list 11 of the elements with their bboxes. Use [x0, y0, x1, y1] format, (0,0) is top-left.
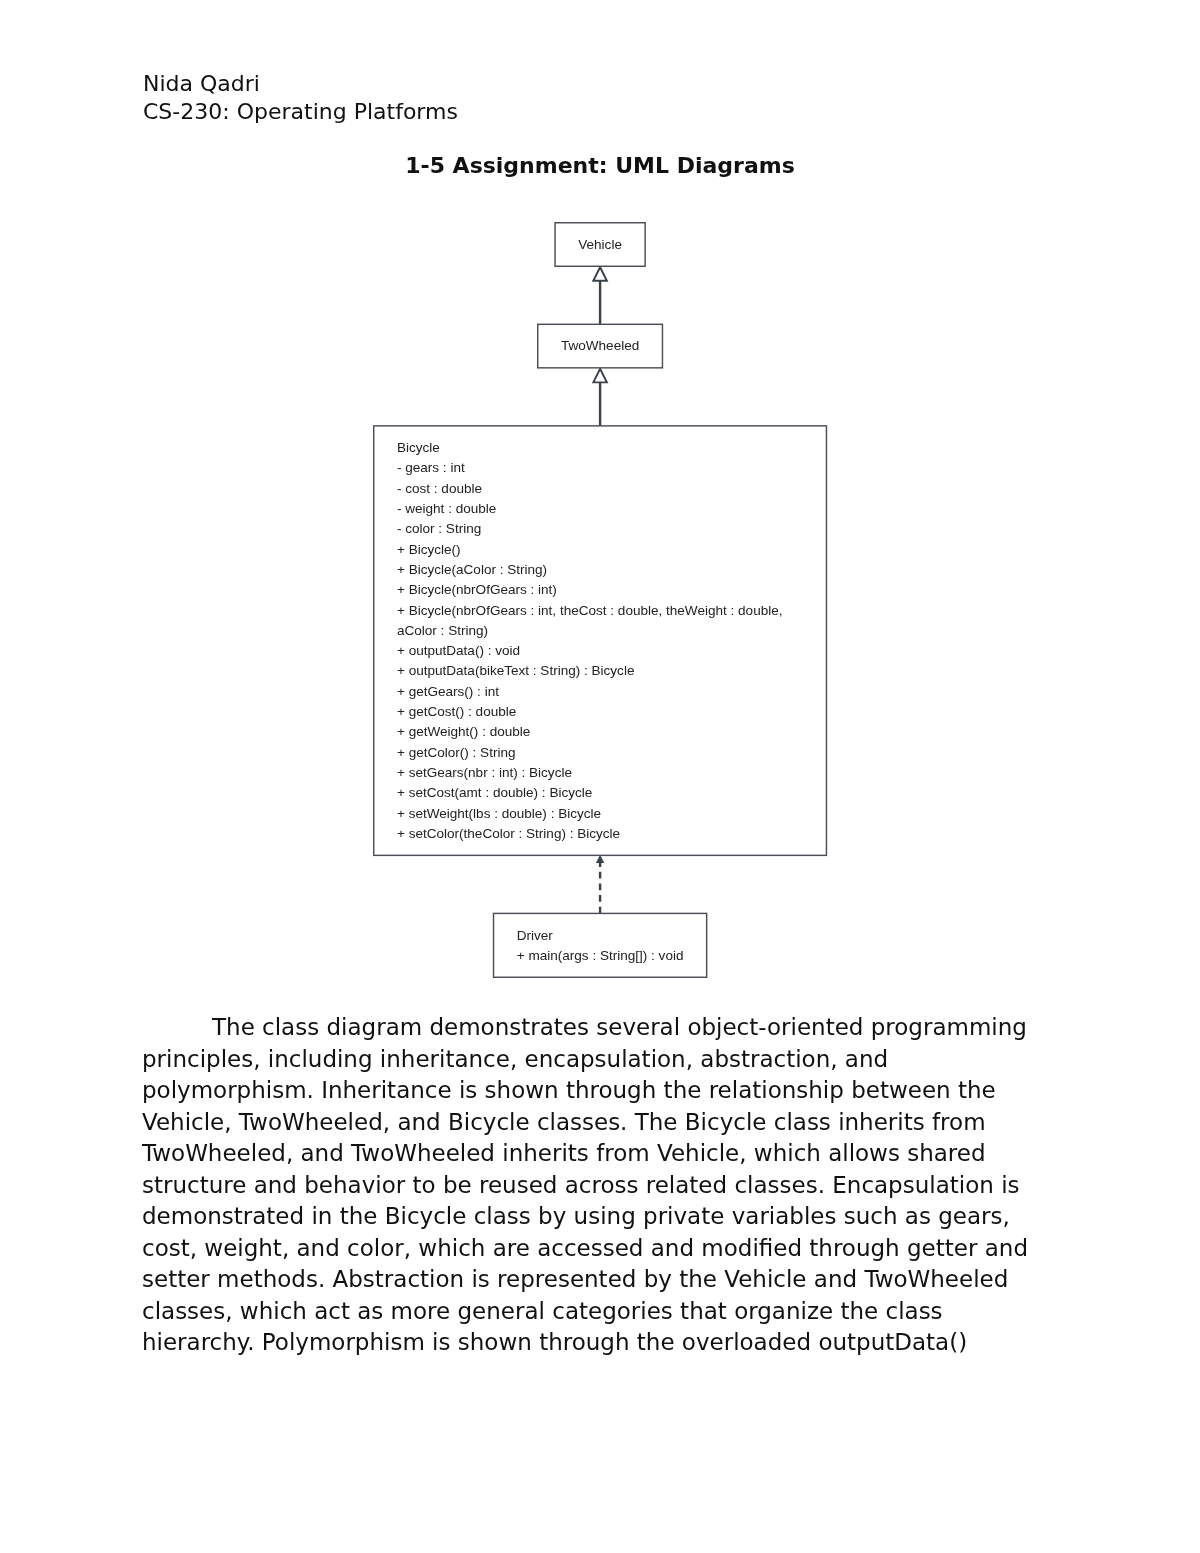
class-box: Bicycle - gears : int - cost : double - weight : double - color : String + Bicycle() + Bicycle(aColor : String) + Bicycle(nbrOfGears : int) + Bicycle(nbrOfGears : int, theCost : double, theWeight : double, aColor : String) + outputData() : void + outputData(bikeText : String) : Bicycle + getGears() : int + getCost() : double + getWeight() : double + getColor() : String + setGears(nbr : int) : Bicycle + setCost(amt : double) : Bicycle + setWeight(lbs : double) : Bicycle + setColor(theColor : String) : Bicycle — [372, 425, 828, 857]
class-box: Driver + main(args : String[]) : void — [492, 912, 708, 978]
class-box: Vehicle — [554, 222, 646, 267]
dependency-arrow — [595, 855, 605, 914]
author-name: Nida Qadri — [143, 70, 260, 98]
class-box: TwoWheeled — [536, 323, 664, 369]
inheritance-arrow — [592, 266, 608, 325]
inheritance-arrow — [592, 367, 608, 426]
course-name: CS-230: Operating Platforms — [143, 98, 458, 126]
title: 1-5 Assignment: UML Diagrams — [405, 152, 795, 180]
body-paragraph: The class diagram demonstrates several object-oriented programming principles, including inheritance, encapsulation, abstraction, and polymorphism. Inheritance is shown through the relationship between the Vehicle, TwoWheeled, and Bicycle classes. The Bicycle class inherits from TwoWheeled, and TwoWheeled inherits from Vehicle, which allows shared structure and behavior to be reused across related classes. Encapsulation is demonstrated in the Bicycle class by using private variables such as gears, cost, weight, and color, which are accessed and modified through getter and setter methods. Abstraction is represented by the Vehicle and TwoWheeled classes, which act as more general categories that organize the class hierarchy. Polymorphism is shown through the overloaded outputData() — [142, 1013, 1029, 1357]
